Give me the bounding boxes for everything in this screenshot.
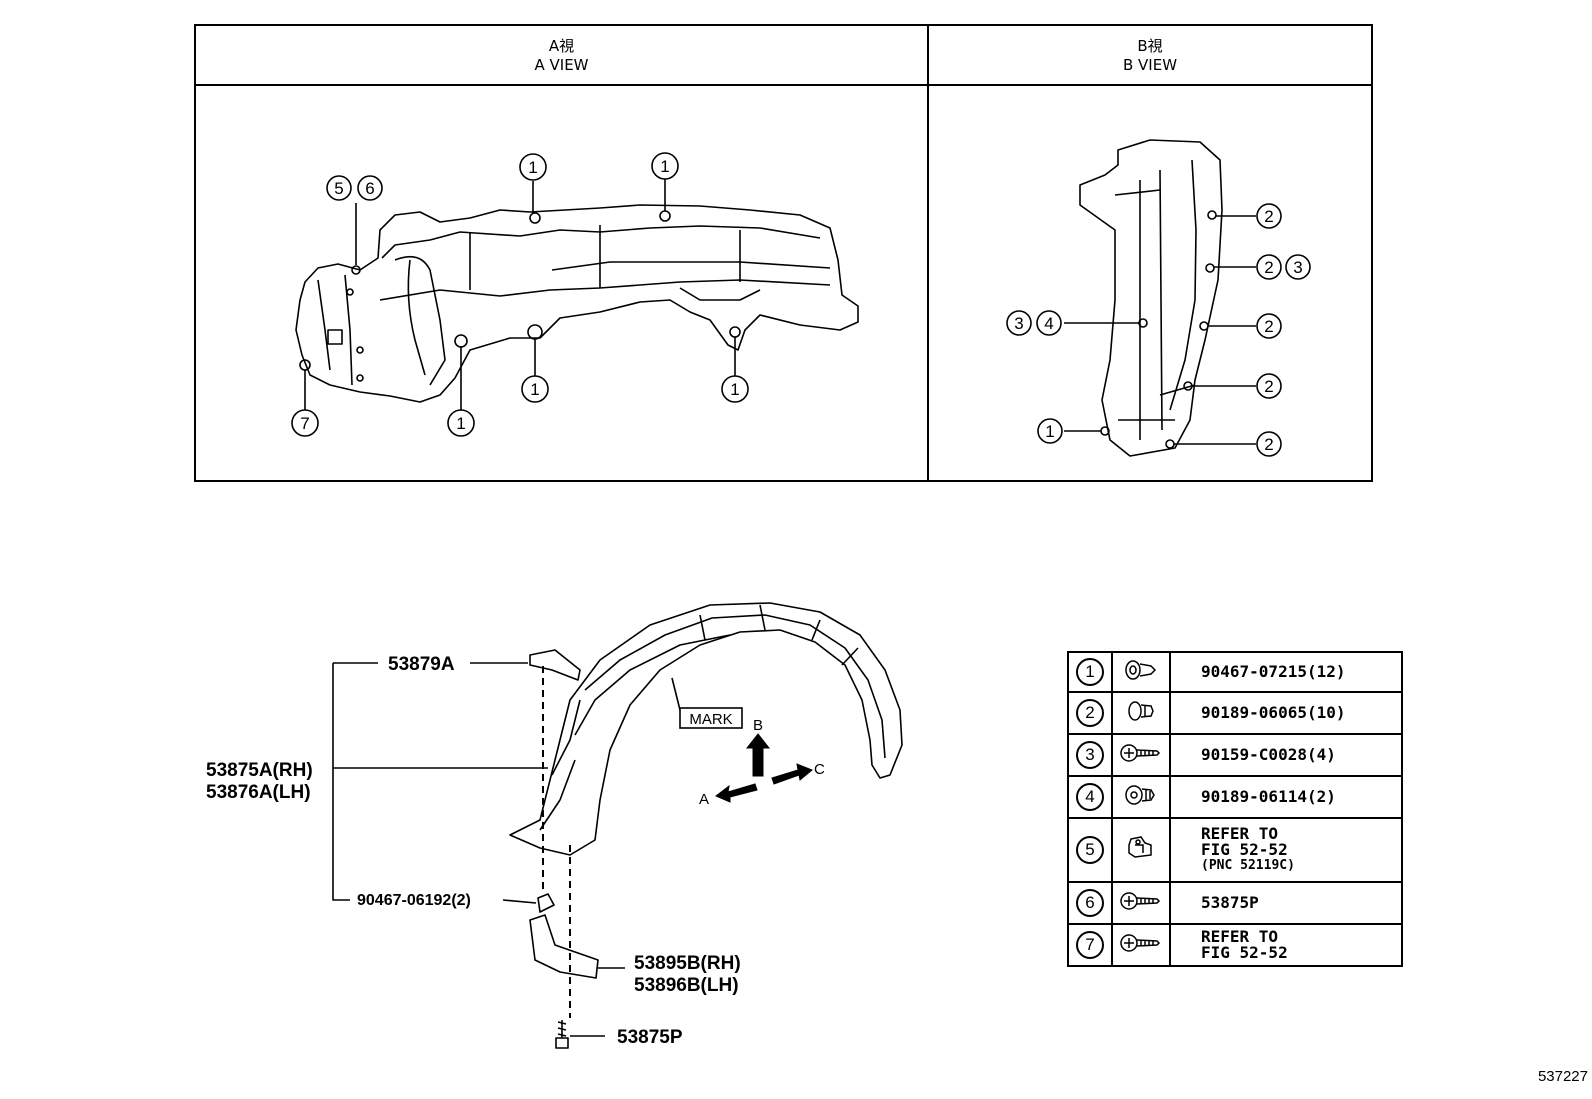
row-number: 2: [1076, 699, 1104, 727]
fastener-text: REFER TO: [1201, 927, 1279, 946]
a-view-header: A視 A VIEW: [196, 26, 927, 86]
fastener-text: 90189-06065(10): [1201, 703, 1346, 722]
b-callout-label: 4: [1044, 314, 1053, 333]
table-row: 5 REFER TO FIG 52-52 (PNC 52119C): [1067, 817, 1403, 883]
a-callout-circle: [357, 175, 383, 201]
screw-icon: [1120, 744, 1161, 762]
nut-icon: [1125, 785, 1155, 805]
table-row: 4 90189-06114(2): [1067, 775, 1403, 819]
illustration-id: 537227: [1537, 1068, 1588, 1085]
b-callout-label: 2: [1264, 377, 1273, 396]
a-callout-circle: [721, 375, 749, 403]
a-callout-label: 1: [528, 158, 537, 177]
fastener-text: REFER TO: [1201, 824, 1279, 843]
row-number: 4: [1076, 783, 1104, 811]
b-callout-label: 3: [1293, 258, 1302, 277]
part-label-clip: 90467-06192(2): [357, 892, 471, 909]
part-label-shield-rh: 53895B(RH): [634, 953, 741, 974]
b-callout-label: 2: [1264, 317, 1273, 336]
table-row: 1 90467-07215(12): [1067, 651, 1403, 693]
b-callout-label: 1: [1045, 422, 1054, 441]
a-callout-label: 1: [530, 380, 539, 399]
row-number: 6: [1076, 889, 1104, 917]
a-callout-circle: [291, 409, 319, 437]
b-view-liner-outline: [1079, 139, 1223, 457]
b-callout-label: 2: [1264, 207, 1273, 226]
a-callout-label: 1: [730, 380, 739, 399]
a-callout-circle: [521, 375, 549, 403]
direction-b-label: B: [753, 717, 763, 734]
grommet-icon: [1128, 701, 1154, 721]
row-number: 7: [1076, 931, 1104, 959]
table-row: 7 REFER TO FIG 52-52: [1067, 923, 1403, 967]
b-view-title-jp: B視: [1137, 37, 1163, 55]
b-callout-label: 3: [1014, 314, 1023, 333]
part-label-53879a: 53879A: [388, 654, 455, 675]
spring-nut-icon: [1128, 836, 1152, 858]
a-callout-label: 1: [660, 157, 669, 176]
mark-box: [679, 707, 743, 729]
part-label-shield-lh: 53896B(LH): [634, 975, 739, 996]
fastener-text: (PNC 52119C): [1201, 858, 1295, 873]
fastener-table: 1 90467-07215(12) 2 90189-06065(10) 3 90…: [1067, 651, 1403, 967]
a-callout-circle: [519, 153, 547, 181]
fastener-text: 90467-07215(12): [1201, 662, 1346, 681]
a-view-liner-outline: [295, 204, 859, 403]
b-callout-label: 2: [1264, 258, 1273, 277]
fastener-text: 53875P: [1201, 893, 1259, 912]
row-number: 5: [1076, 836, 1104, 864]
row-number: 1: [1076, 658, 1104, 686]
table-row: 3 90159-C0028(4): [1067, 733, 1403, 777]
part-label-lh: 53876A(LH): [206, 782, 311, 803]
row-number: 3: [1076, 741, 1104, 769]
fastener-text: 90159-C0028(4): [1201, 745, 1336, 764]
direction-c-label: C: [814, 761, 825, 778]
mark-label: MARK: [689, 711, 732, 728]
b-view-header: B視 B VIEW: [929, 26, 1371, 86]
b-view-panel: B視 B VIEW: [927, 24, 1373, 482]
b-callout-label: 2: [1264, 435, 1273, 454]
a-view-title-jp: A視: [548, 37, 575, 55]
a-callout-circle: [326, 175, 352, 201]
a-callout-circle: [447, 409, 475, 437]
a-callout-label: 1: [456, 414, 465, 433]
table-row: 2 90189-06065(10): [1067, 691, 1403, 735]
a-callout-label: 6: [365, 179, 374, 198]
fastener-text: FIG 52-52: [1201, 840, 1288, 859]
fender-liner-outline: [509, 602, 903, 856]
screw-icon: [1120, 934, 1161, 952]
fastener-text: FIG 52-52: [1201, 943, 1288, 962]
part-label-screw: 53875P: [617, 1027, 683, 1048]
direction-a-label: A: [699, 791, 709, 808]
b-view-title-en: B VIEW: [1122, 56, 1178, 74]
a-callout-circle: [651, 152, 679, 180]
a-view-title-en: A VIEW: [534, 56, 589, 74]
a-callout-label: 5: [334, 179, 343, 198]
clip-icon: [1125, 660, 1157, 680]
fastener-text: 90189-06114(2): [1201, 787, 1336, 806]
a-callout-label: 7: [300, 414, 309, 433]
part-label-rh: 53875A(RH): [206, 760, 313, 781]
screw-icon: [1120, 892, 1161, 910]
table-row: 6 53875P: [1067, 881, 1403, 925]
